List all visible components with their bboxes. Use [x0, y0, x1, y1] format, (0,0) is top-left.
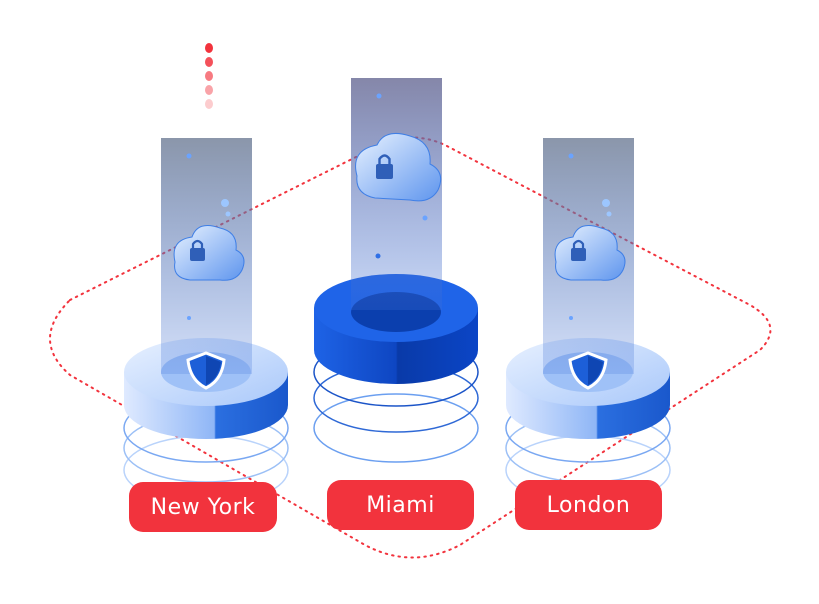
cloud-lock-icon	[173, 225, 245, 281]
signal-dots	[205, 43, 213, 109]
node-new-york	[123, 138, 289, 505]
shield-icon	[186, 351, 226, 390]
label-london: London	[515, 480, 662, 530]
label-miami: Miami	[327, 480, 474, 530]
label-new-york: New York	[129, 482, 277, 532]
cloud-lock-icon	[554, 225, 626, 281]
shield-icon	[568, 351, 608, 390]
node-london	[505, 138, 671, 505]
cloud-lock-icon	[355, 133, 442, 202]
node-miami	[313, 78, 479, 463]
